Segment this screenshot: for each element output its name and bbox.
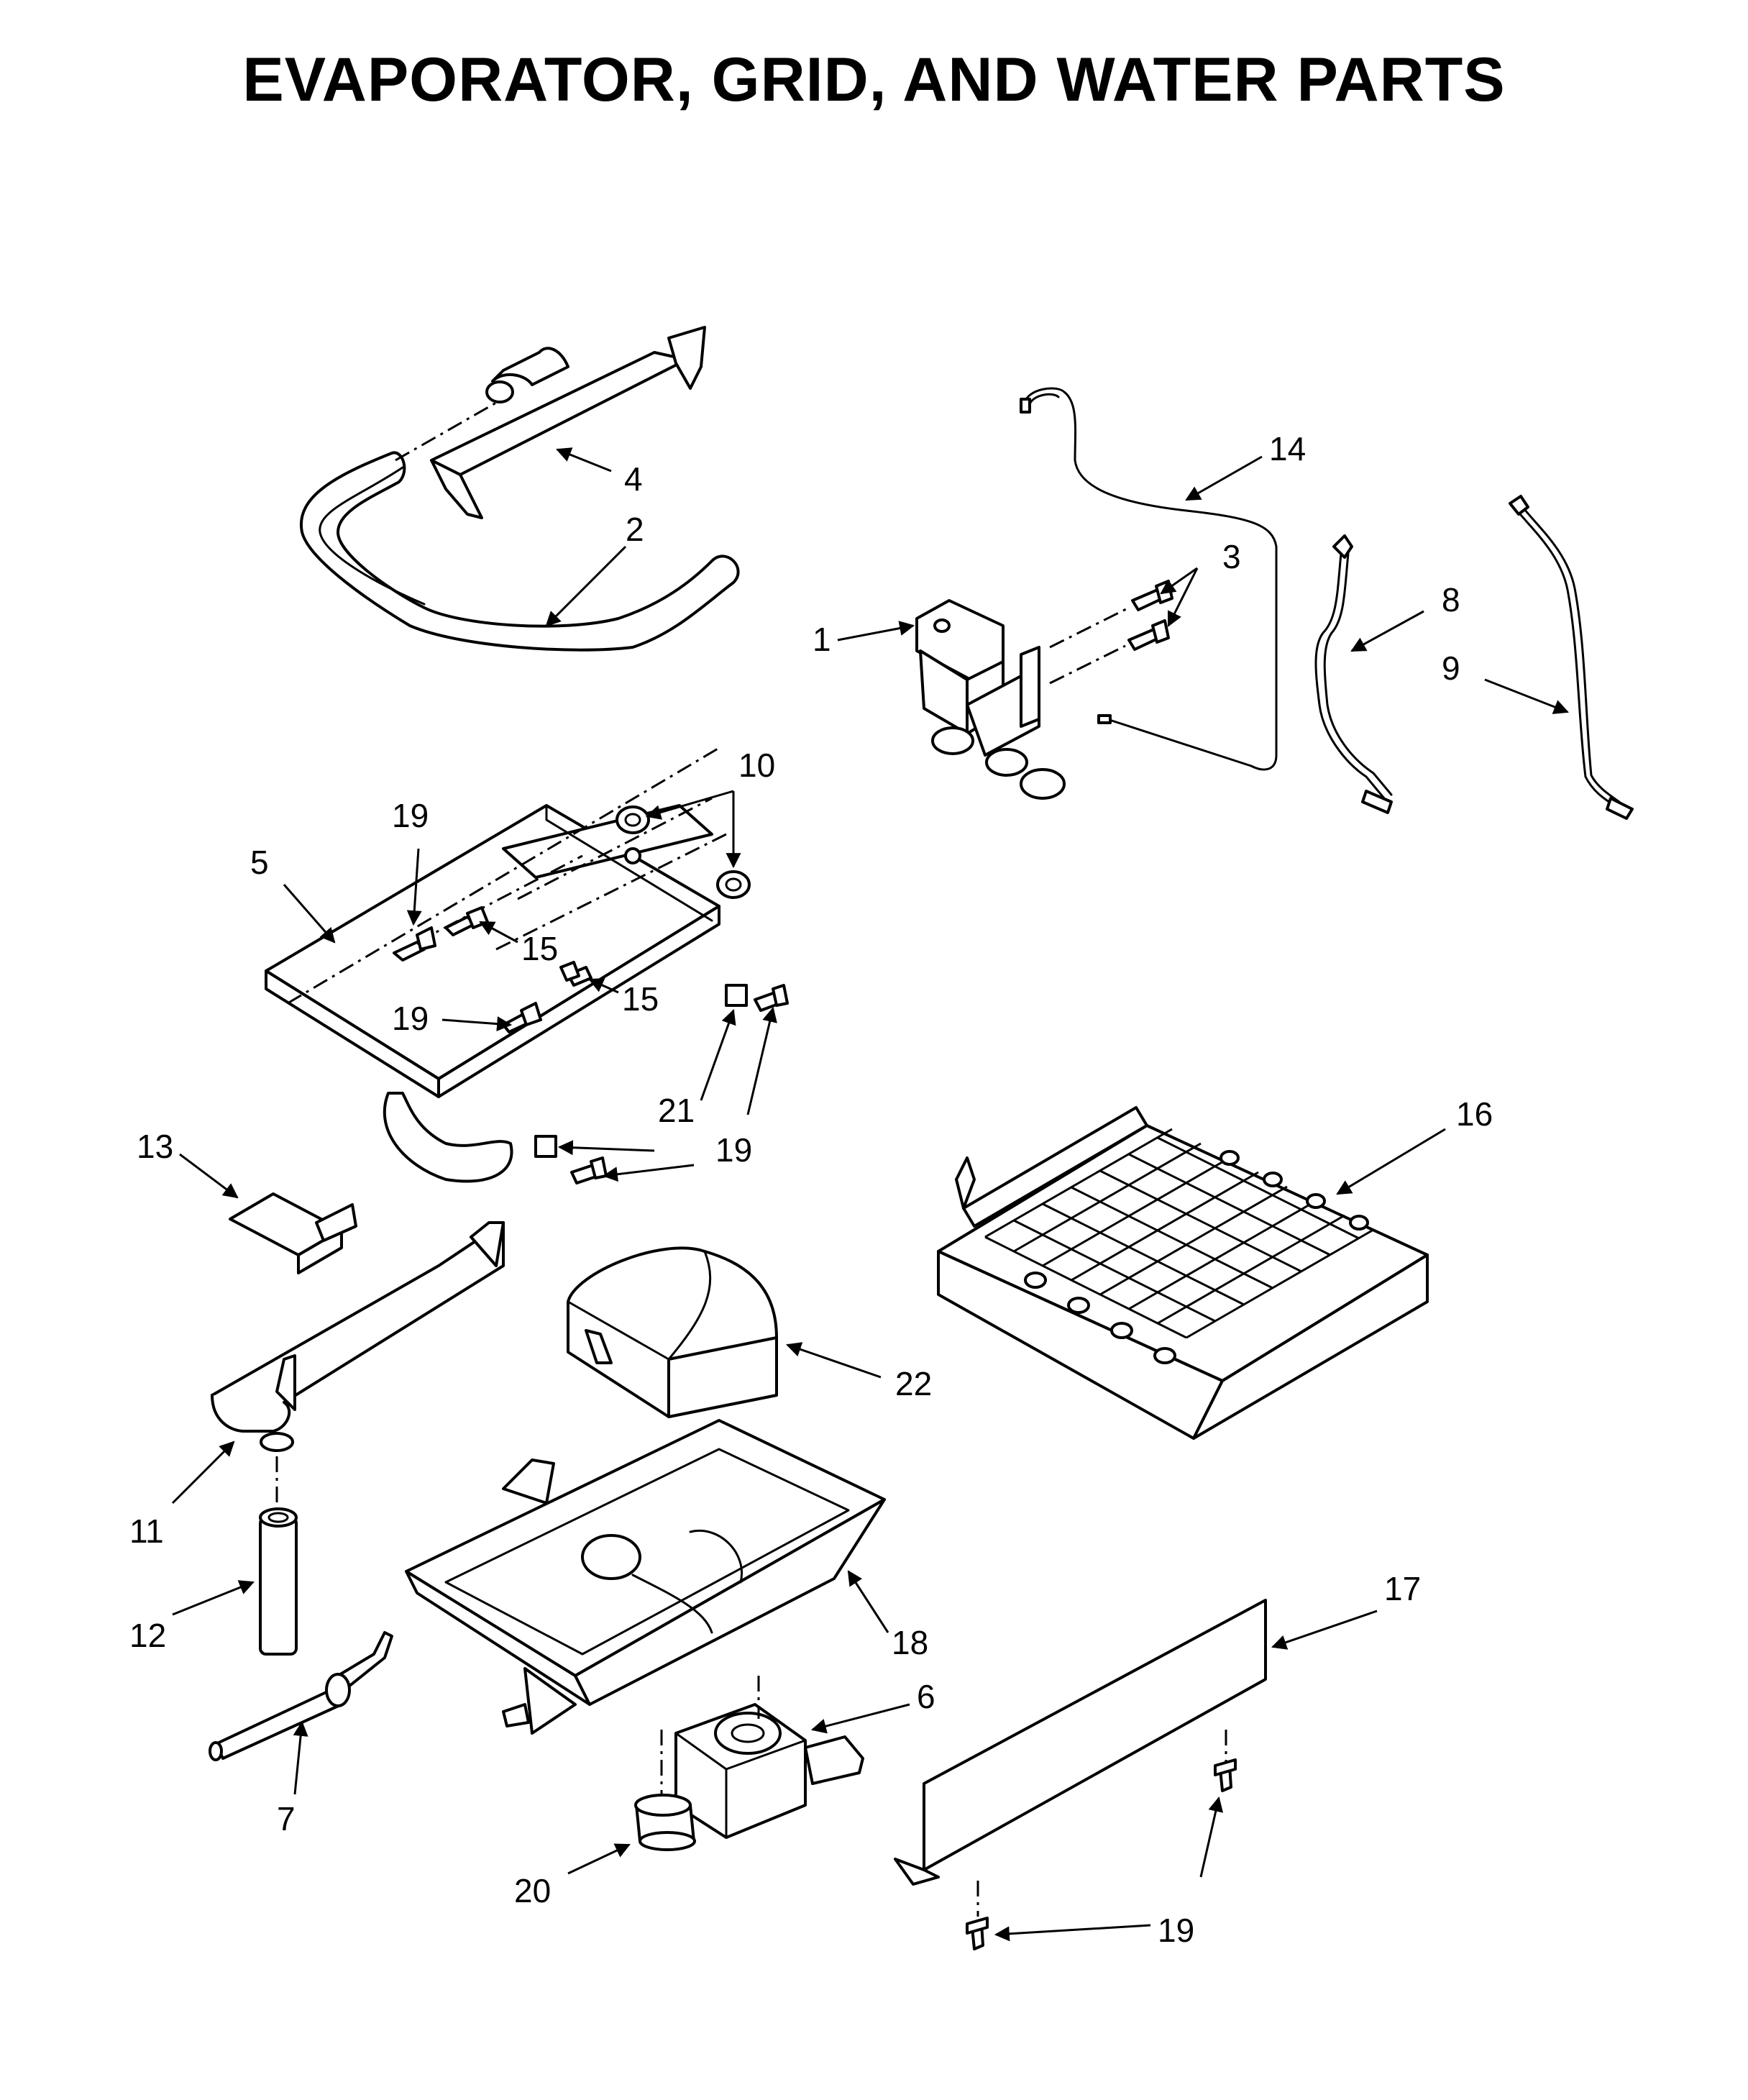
callout-4: 4 [624,460,643,498]
coupling-part-20[interactable] [634,1794,696,1851]
evaporator-tube-part-2[interactable] [299,451,740,652]
screw-part-19-tray-top[interactable] [393,926,436,962]
callout-13: 13 [137,1128,173,1165]
ice-maker-grid-part-16[interactable] [937,1106,1429,1440]
callout-19-side: 19 [715,1131,752,1169]
auger-motor-part-6[interactable] [674,1703,864,1839]
callout-1: 1 [813,621,831,658]
callout-12: 12 [129,1617,166,1654]
screw-part-15-middle[interactable] [559,961,592,987]
evaporator-tray-part-5[interactable] [265,747,727,1183]
callout-18: 18 [892,1624,928,1661]
grommet-part-10-a[interactable] [616,805,650,834]
callout-11: 11 [129,1512,164,1550]
callout-16: 16 [1456,1095,1493,1133]
callout-10: 10 [738,747,775,784]
callout-19-tray-top: 19 [392,797,429,834]
water-tube-part-9[interactable] [1509,495,1634,820]
water-tube-part-14[interactable] [1020,387,1278,771]
callout-20: 20 [514,1872,551,1909]
callout-8: 8 [1442,581,1460,618]
fill-tube-part-12[interactable] [259,1507,298,1656]
screw-part-19-tray-side[interactable] [754,984,789,1012]
callout-7: 7 [277,1800,296,1838]
fill-trough-part-11[interactable] [211,1221,505,1452]
water-valve-part-1[interactable] [915,599,1066,800]
screw-part-19-shield-left[interactable] [966,1917,989,1950]
callout-9: 9 [1442,649,1460,687]
water-tube-part-8[interactable] [1314,534,1393,814]
callout-15-top: 15 [521,930,558,967]
cover-part-22[interactable] [567,1246,778,1418]
callout-3: 3 [1222,538,1241,575]
shield-part-17[interactable] [894,1599,1267,1886]
bracket-part-13[interactable] [229,1192,357,1274]
water-tube-part-7[interactable] [209,1631,393,1761]
callout-14: 14 [1269,430,1306,467]
clip-part-21-front[interactable] [534,1135,557,1158]
tube-bracket-part-4[interactable] [395,326,706,519]
screw-part-3-upper[interactable] [1131,580,1173,611]
callout-19-shield-right: 19 [1158,1912,1194,1949]
callout-21: 21 [658,1092,695,1129]
callout-19-tray-middle: 19 [392,1000,429,1037]
callout-6: 6 [917,1678,935,1715]
ice-tray-part-18[interactable] [405,1419,886,1735]
screw-part-3-lower[interactable] [1127,619,1170,651]
screw-part-19-front[interactable] [570,1156,608,1184]
callout-15-middle: 15 [622,980,659,1018]
screw-part-19-shield-right[interactable] [1214,1758,1237,1792]
callout-5: 5 [250,844,269,881]
page-title: EVAPORATOR, GRID, AND WATER PARTS [242,45,1506,114]
callout-22: 22 [895,1365,932,1402]
clip-part-21-side[interactable] [725,984,748,1007]
callout-labels: 4 2 3 1 14 8 9 10 5 19 15 15 19 21 19 19… [129,430,1493,1949]
callout-17: 17 [1384,1570,1421,1607]
leader-lines [171,447,1569,1942]
callout-2: 2 [626,511,644,548]
grommet-part-10-b[interactable] [716,870,751,899]
